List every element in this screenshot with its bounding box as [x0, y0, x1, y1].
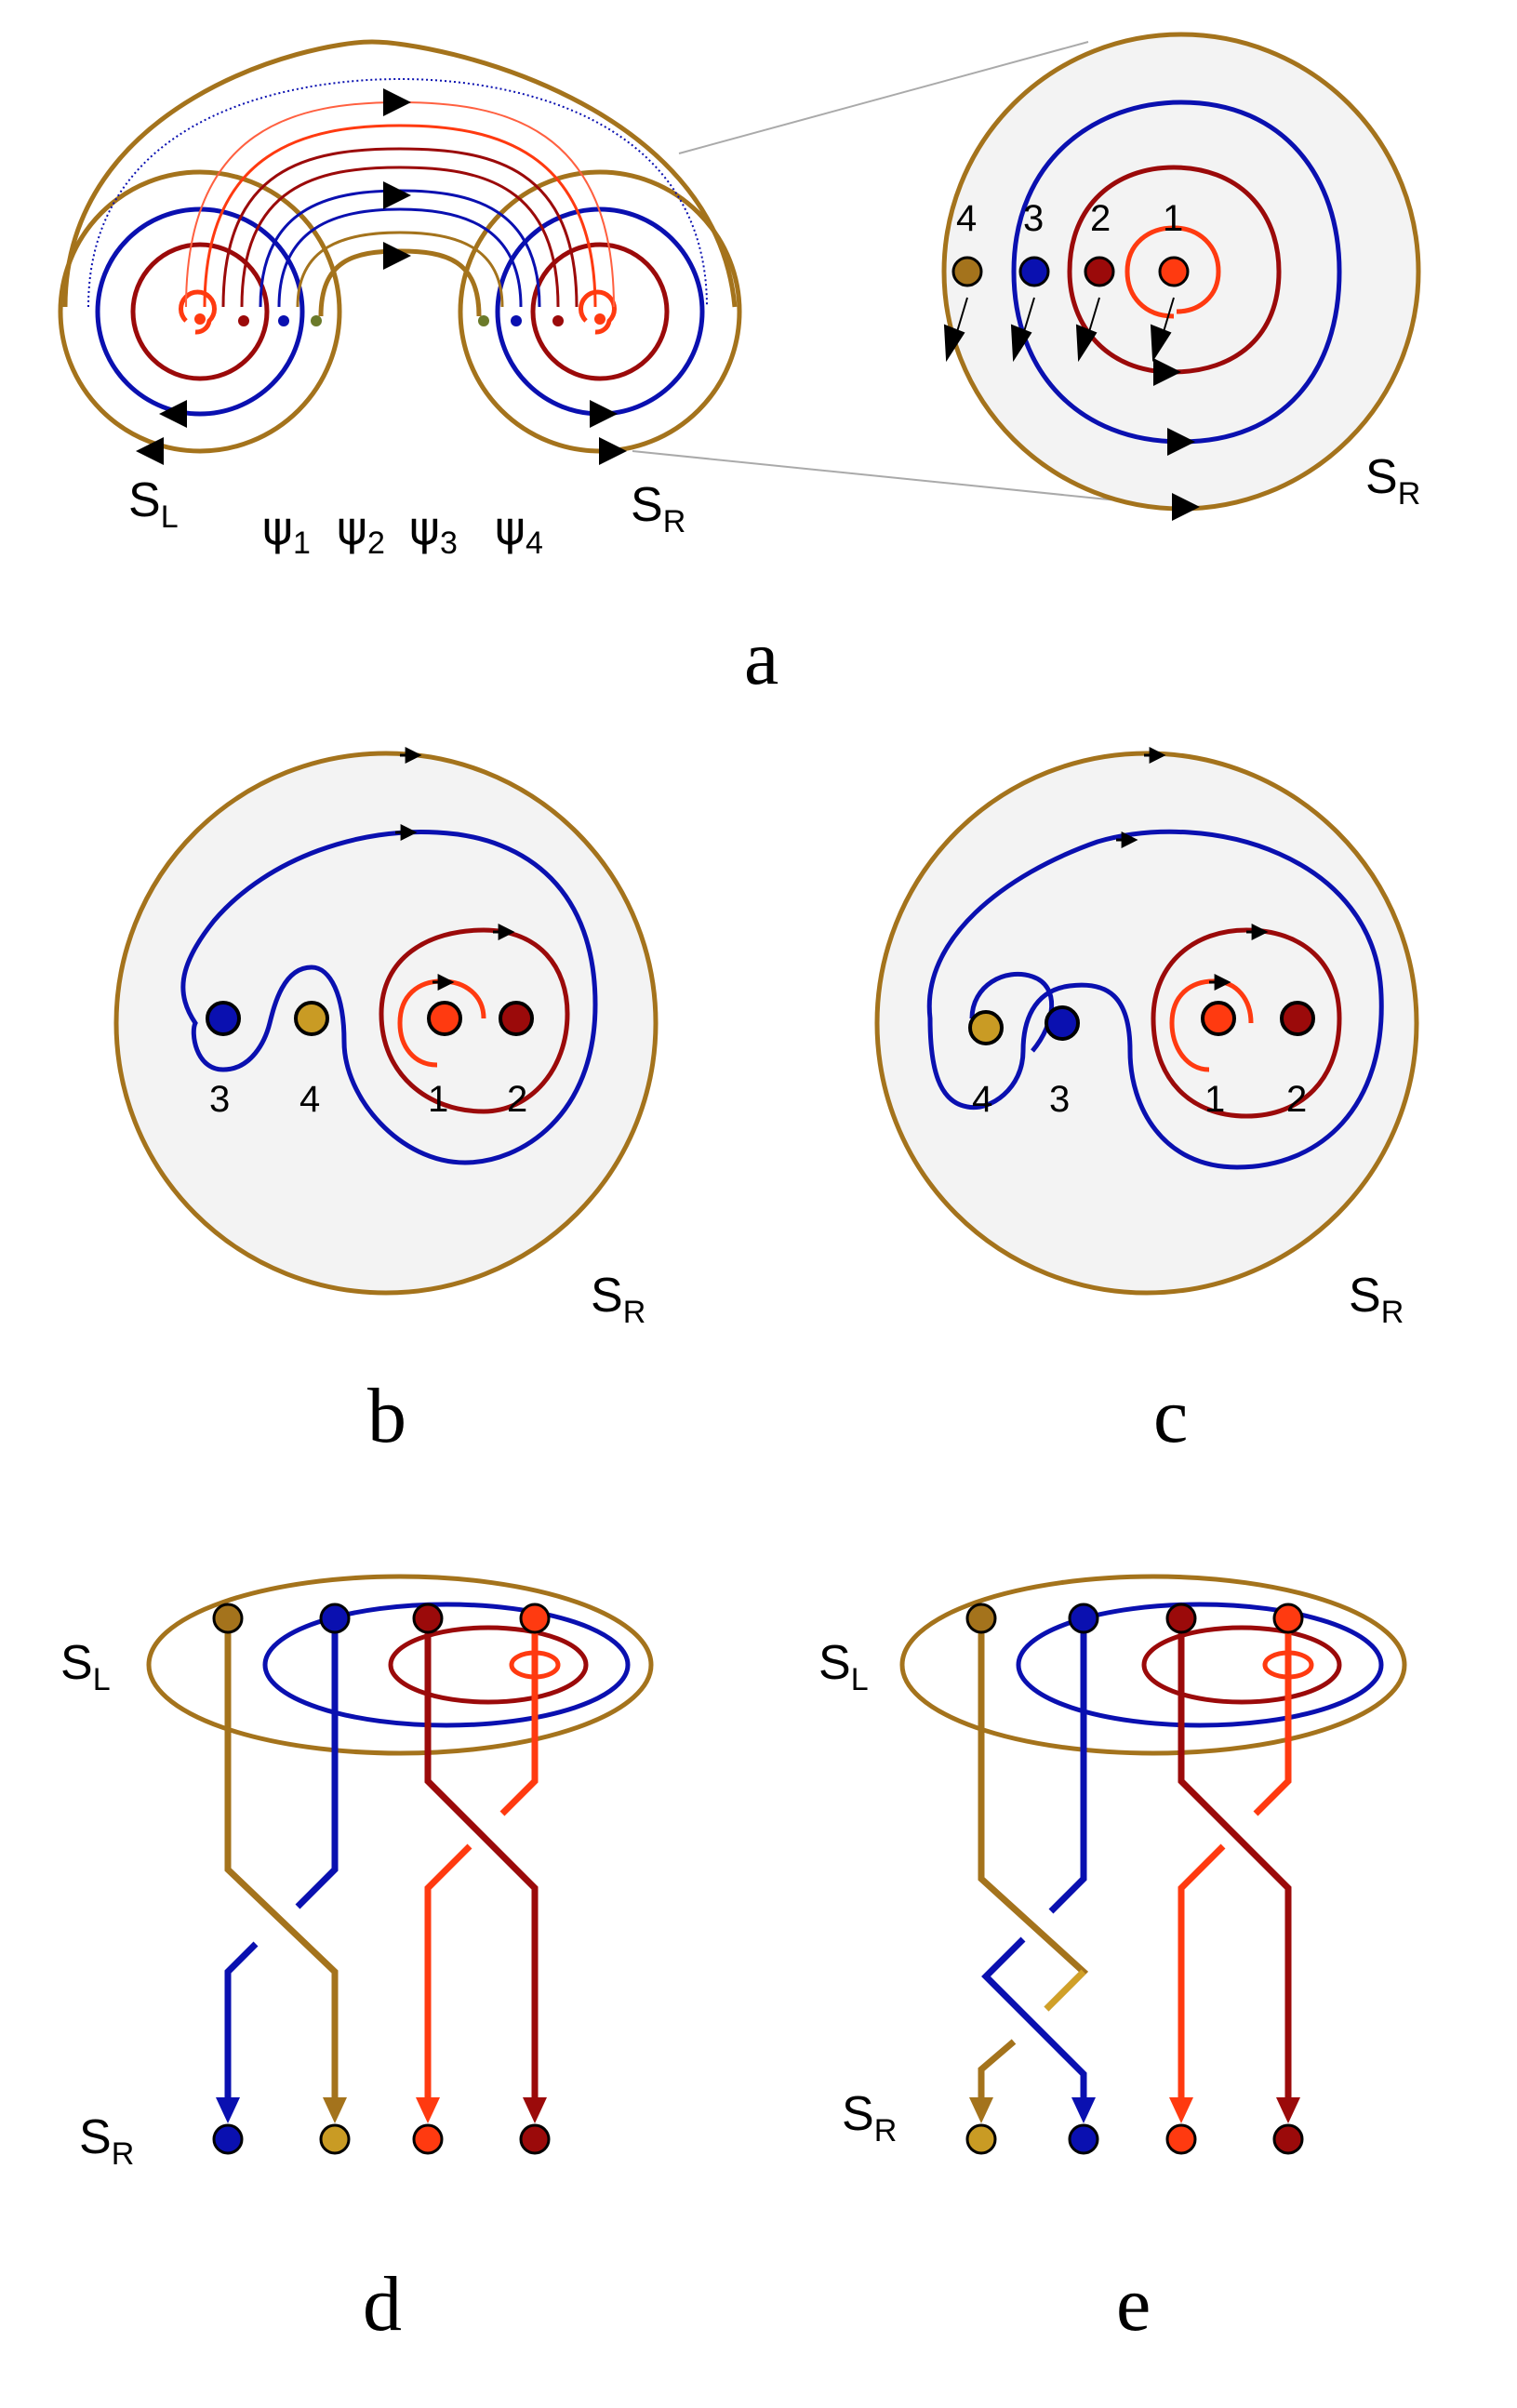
panel-a-torus: [58, 39, 742, 465]
panel-b-label: b: [367, 1373, 406, 1459]
svg-text:2: 2: [507, 1079, 527, 1120]
svg-text:3: 3: [1023, 198, 1044, 239]
right-blue-circle: [495, 206, 705, 417]
svg-text:1: 1: [1204, 1079, 1225, 1120]
outer-gold-arc: [62, 39, 738, 308]
panel-b-dots: [206, 1001, 534, 1036]
right-orange-spiral: [579, 289, 617, 335]
panel-e-arrowheads: [969, 2097, 1300, 2123]
d-sr-label: SR: [79, 2110, 134, 2172]
left-orange-spiral: [179, 289, 217, 335]
d-sl-label: SL: [60, 1636, 111, 1697]
panel-e-dots: [965, 1603, 1304, 2155]
e-sl-label: SL: [818, 1636, 869, 1697]
svg-text:1: 1: [428, 1079, 448, 1120]
svg-text:4: 4: [972, 1079, 992, 1120]
svg-text:ψ1: ψ1: [262, 501, 311, 561]
panel-a-dots: [194, 313, 605, 326]
psi-labels: ψ1 ψ2 ψ3 ψ4: [262, 501, 543, 561]
svg-text:ψ4: ψ4: [495, 501, 543, 561]
zoom-line-top: [678, 41, 1089, 154]
b-sr-label: SR: [591, 1269, 645, 1330]
left-red-circle: [130, 242, 270, 381]
e-sr-label: SR: [842, 2087, 897, 2149]
zoom-line-bottom: [632, 450, 1182, 508]
panel-b-numbers: 3 4 1 2: [209, 1079, 527, 1120]
panel-a-zoom-numbers: 4 3 2 1: [956, 198, 1183, 239]
panel-b: [113, 747, 659, 1296]
panel-c: [874, 747, 1419, 1296]
panel-d: [146, 1574, 654, 2107]
panel-a-zoom-arrows: [943, 297, 1175, 363]
a-sl-label: SL: [128, 473, 179, 535]
svg-text:4: 4: [299, 1079, 320, 1120]
panel-c-numbers: 4 3 1 2: [972, 1079, 1307, 1120]
svg-text:ψ2: ψ2: [337, 501, 385, 561]
c-sr-label: SR: [1349, 1269, 1404, 1330]
svg-text:2: 2: [1286, 1079, 1307, 1120]
svg-text:3: 3: [209, 1079, 230, 1120]
panel-a-zoom-dots: [951, 256, 1190, 287]
panel-d-arrowheads: [216, 2097, 547, 2123]
svg-text:2: 2: [1090, 198, 1111, 239]
svg-text:3: 3: [1049, 1079, 1070, 1120]
panel-e: [899, 1574, 1407, 2102]
svg-text:1: 1: [1163, 198, 1183, 239]
panel-a-label: a: [744, 615, 778, 701]
a-zoom-sr-label: SR: [1365, 450, 1420, 512]
panel-c-dots: [968, 1001, 1315, 1045]
panel-e-label: e: [1116, 2261, 1151, 2348]
panel-c-label: c: [1153, 1373, 1188, 1459]
left-gold-circle: [58, 169, 342, 454]
svg-text:4: 4: [956, 198, 977, 239]
right-red-circle: [530, 242, 670, 381]
a-sr-label: SR: [631, 478, 685, 539]
panel-d-dots: [212, 1603, 551, 2155]
svg-text:ψ3: ψ3: [409, 501, 458, 561]
left-blue-circle: [95, 206, 305, 417]
panel-d-label: d: [363, 2261, 402, 2348]
